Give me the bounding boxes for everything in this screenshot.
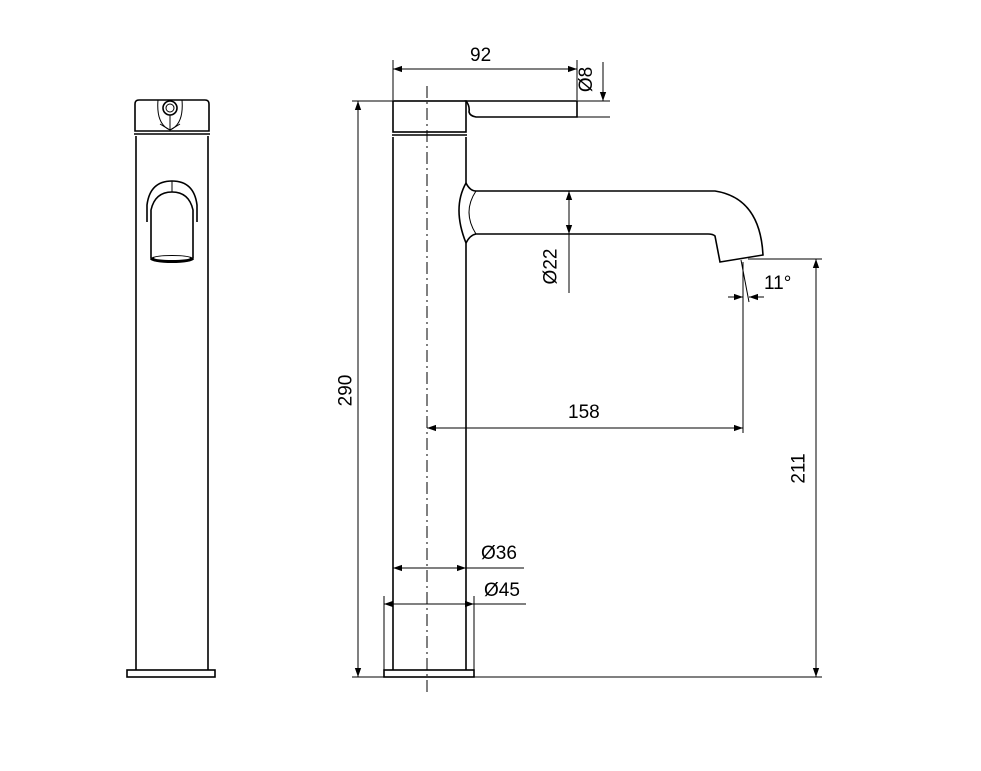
front-view (126, 99, 216, 678)
dimension-lines (352, 60, 822, 678)
dimension-lever-diameter: Ø8 (576, 66, 598, 93)
side-view (383, 86, 764, 692)
dimension-base-diameter: Ø45 (484, 580, 520, 601)
dimension-spout-reach: 158 (568, 402, 600, 423)
dimension-outlet-height: 211 (788, 453, 810, 484)
dimension-body-diameter: Ø36 (481, 543, 517, 564)
dimension-spout-diameter: Ø22 (540, 248, 562, 285)
dimension-outlet-angle: 11° (764, 273, 792, 294)
dimension-total-height: 290 (335, 374, 357, 407)
dimension-lever-reach: 92 (470, 45, 492, 66)
